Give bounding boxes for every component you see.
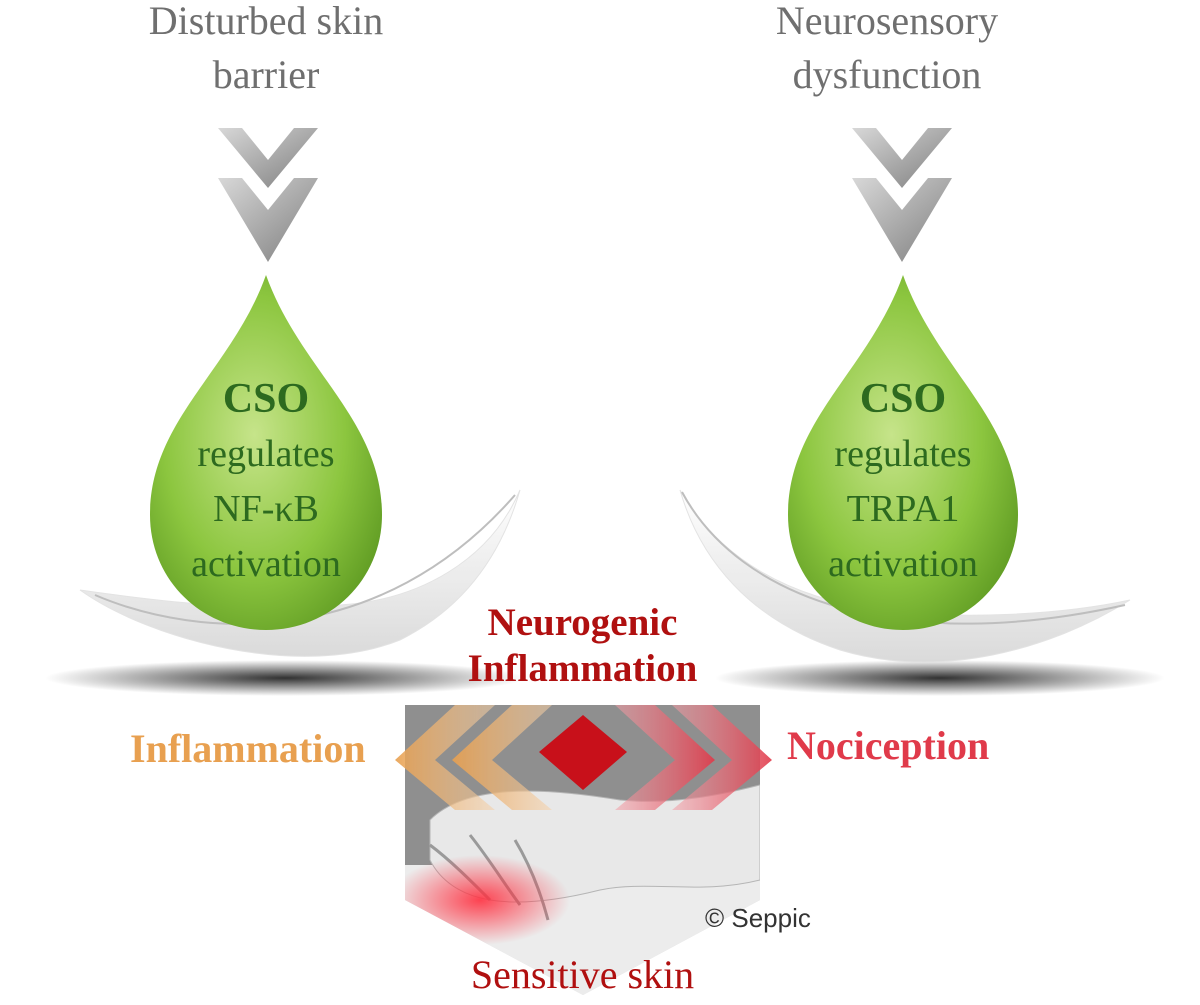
right-drop-cso: CSO [859,376,947,422]
copyright-notice: © Seppic [705,903,811,933]
left-drop-text: CSO regulates NF-κB activation [146,372,386,592]
nociception-label: Nociception [787,723,990,768]
neurogenic-line1: Neurogenic [487,601,678,644]
right-cause-line1: Neurosensory [775,0,999,43]
right-cause-line2: dysfunction [792,52,982,97]
center-red-diamond [539,715,627,790]
sensitive-skin-label: Sensitive skin [470,952,695,997]
right-drop-regulates: regulates [834,433,972,475]
left-cause-line1: Disturbed skin [148,0,384,43]
right-drop-target: TRPA1 [846,488,960,530]
left-drop-target: NF-κB [213,488,319,530]
inflammation-label: Inflammation [130,726,366,771]
right-cause-label: Neurosensory dysfunction [707,0,1067,102]
left-green-drop [150,275,382,630]
neurogenic-line2: Inflammation [467,647,698,690]
right-feather-shadow [715,660,1165,696]
left-cause-line2: barrier [212,52,320,97]
left-drop-cso: CSO [222,376,310,422]
right-down-chevrons [852,128,952,262]
right-drop-activation: activation [828,543,978,585]
left-drop-activation: activation [191,543,341,585]
left-drop-regulates: regulates [197,433,335,475]
left-orange-chevrons [395,705,552,810]
left-down-chevrons [218,128,318,262]
right-red-chevrons [615,705,772,810]
left-feather-shadow [45,660,525,696]
left-cause-label: Disturbed skin barrier [86,0,446,102]
right-green-drop [788,275,1018,630]
right-drop-text: CSO regulates TRPA1 activation [783,372,1023,592]
neurogenic-inflammation-label: Neurogenic Inflammation [420,600,745,692]
